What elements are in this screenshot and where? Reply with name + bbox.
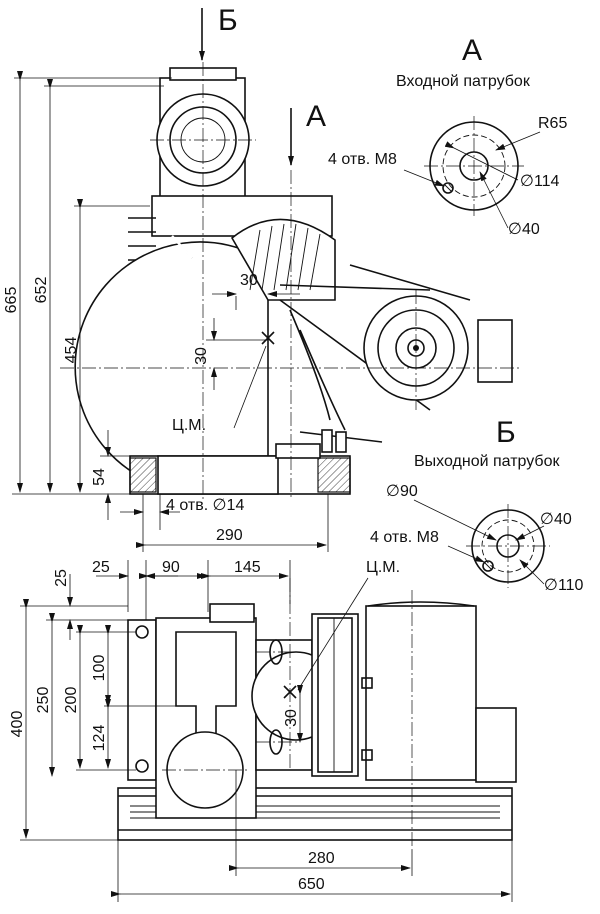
inlet-outer-diameter: ∅114 bbox=[520, 173, 560, 190]
inlet-inner-diameter: ∅40 bbox=[508, 221, 540, 238]
cm-label: Ц.М. bbox=[172, 417, 206, 434]
dim-200: 200 bbox=[63, 687, 80, 714]
dim-90: 90 bbox=[162, 559, 180, 576]
inlet-title: Входной патрубок bbox=[396, 73, 531, 90]
outlet-detail: Б Выходной патрубок ∅90 ∅40 4 отв. М8 ∅1… bbox=[370, 416, 584, 594]
dim-290: 290 bbox=[216, 527, 243, 544]
plan-view: 25 90 145 25 400 250 200 100 124 30 Ц.М. bbox=[9, 559, 517, 902]
fan-ribs bbox=[249, 223, 321, 291]
front-elevation: Б А bbox=[3, 4, 520, 552]
dim-25-top: 25 bbox=[92, 559, 110, 576]
section-b-letter: Б bbox=[218, 4, 238, 37]
dim-cm-vertical: 30 bbox=[193, 347, 210, 365]
inlet-letter: А bbox=[462, 34, 482, 67]
outlet-bolt-circle: ∅90 bbox=[386, 483, 418, 500]
dim-100: 100 bbox=[91, 655, 108, 682]
motor-terminal-box bbox=[477, 319, 513, 383]
plan-motor bbox=[365, 605, 477, 781]
inlet-holes: 4 отв. М8 bbox=[328, 151, 397, 168]
dim-650: 650 bbox=[298, 876, 325, 893]
dim-400: 400 bbox=[9, 711, 26, 738]
outlet-holes: 4 отв. М8 bbox=[370, 529, 439, 546]
dim-124: 124 bbox=[91, 725, 108, 752]
section-a-letter: А bbox=[306, 100, 326, 133]
inlet-detail: А Входной патрубок R65 4 отв. М8 ∅114 ∅4… bbox=[328, 34, 567, 238]
dim-250: 250 bbox=[35, 687, 52, 714]
plan-cm-label: Ц.М. bbox=[366, 559, 400, 576]
dim-30-plan: 30 bbox=[283, 709, 300, 727]
outlet-inner-diameter: ∅40 bbox=[540, 511, 572, 528]
dim-145: 145 bbox=[234, 559, 261, 576]
dim-54: 54 bbox=[91, 468, 108, 486]
dim-25-left: 25 bbox=[53, 569, 70, 587]
outlet-outer-diameter: ∅110 bbox=[544, 577, 584, 594]
dim-665: 665 bbox=[3, 287, 20, 314]
dim-280: 280 bbox=[308, 850, 335, 867]
dim-cm-horizontal: 30 bbox=[240, 272, 258, 289]
outlet-title: Выходной патрубок bbox=[414, 453, 560, 470]
fan-housing bbox=[230, 218, 336, 301]
dim-454: 454 bbox=[63, 337, 80, 364]
inlet-radius: R65 bbox=[538, 115, 567, 132]
dim-mount-holes: 4 отв. ∅14 bbox=[166, 497, 244, 514]
dim-652: 652 bbox=[33, 277, 50, 304]
cm-leader bbox=[233, 345, 267, 429]
outlet-letter: Б bbox=[496, 416, 516, 449]
